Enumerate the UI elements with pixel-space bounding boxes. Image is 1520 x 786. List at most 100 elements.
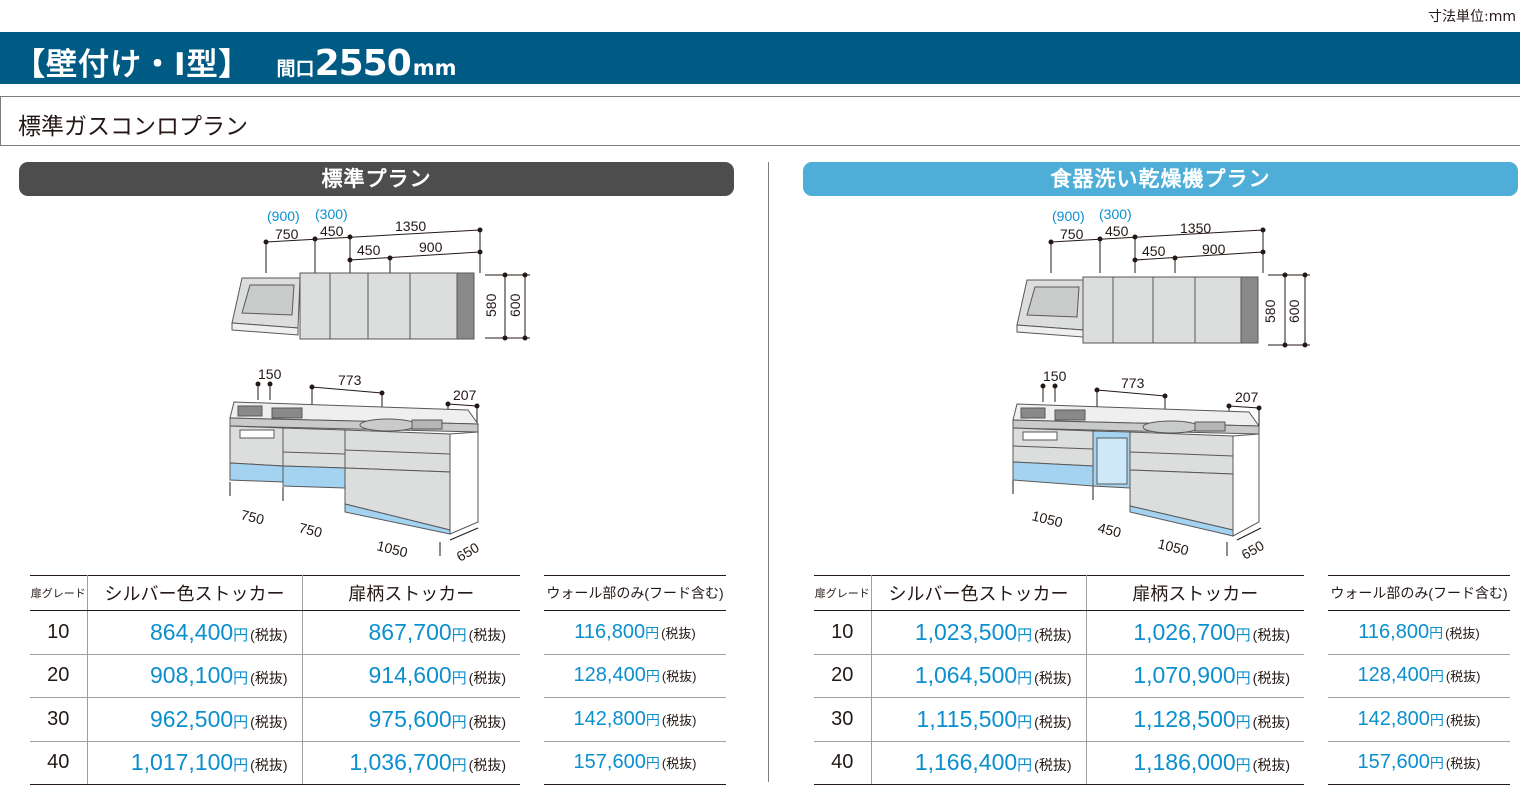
- dim-label: 650: [1239, 537, 1267, 563]
- plan-header-standard: 標準プラン: [19, 162, 734, 196]
- dim-label: 150: [1043, 368, 1067, 384]
- price-value: 1,115,500: [916, 705, 1018, 732]
- price-cell: 1,128,500円(税抜): [1086, 697, 1304, 742]
- dim-label: 600: [507, 293, 523, 317]
- yen-label: 円: [451, 670, 467, 688]
- grade-cell: 20: [30, 654, 88, 698]
- price-value: 142,800: [1357, 707, 1430, 730]
- dim-label: 207: [1235, 389, 1259, 405]
- tax-label: (税抜): [1445, 756, 1481, 772]
- tax-label: (税抜): [468, 626, 506, 643]
- yen-label: 円: [233, 757, 249, 775]
- dim-label: 773: [338, 372, 362, 388]
- price-cell: 975,600円(税抜): [302, 697, 520, 742]
- wall-price-table-standard: ウォール部のみ(フード含む) 116,800円(税抜) 128,400円(税抜)…: [544, 575, 726, 785]
- yen-label: 円: [233, 670, 249, 688]
- yen-label: 円: [1429, 755, 1444, 772]
- dim-label: 650: [454, 539, 482, 565]
- table-row: 116,800円(税抜): [1328, 610, 1510, 655]
- tax-label: (税抜): [661, 756, 697, 772]
- dim-label: 1050: [375, 537, 409, 560]
- yen-label: 円: [645, 668, 660, 685]
- dim-label: 580: [1262, 299, 1278, 323]
- base-cabinet-diagram-standard: 150 773 207 750 750 1050 650: [229, 366, 482, 565]
- yen-label: 円: [451, 757, 467, 775]
- price-cell: 1,036,700円(税抜): [302, 741, 520, 785]
- table-header: シルバー色ストッカー: [871, 575, 1087, 611]
- yen-label: 円: [645, 755, 660, 772]
- tax-label: (税抜): [1445, 712, 1481, 728]
- yen-label: 円: [233, 713, 249, 731]
- price-cell: 116,800円(税抜): [1328, 610, 1510, 655]
- base-cabinet-diagram-dishwasher: 150 773 207 1050 450 1050 650: [1012, 368, 1267, 563]
- dim-label: 450: [1105, 223, 1129, 239]
- price-cell: 142,800円(税抜): [544, 697, 726, 742]
- yen-label: 円: [1235, 713, 1251, 731]
- yen-label: 円: [1235, 626, 1251, 644]
- table-row: 116,800円(税抜): [544, 610, 726, 655]
- price-value: 116,800: [574, 620, 646, 643]
- table-row: 128,400円(税抜): [1328, 654, 1510, 698]
- grade-cell: 30: [814, 697, 872, 742]
- price-value: 864,400: [150, 618, 234, 645]
- price-cell: 116,800円(税抜): [544, 610, 726, 655]
- tax-label: (税抜): [468, 757, 506, 774]
- price-cell: 128,400円(税抜): [544, 654, 726, 698]
- section-title: 標準ガスコンロプラン: [18, 114, 248, 140]
- price-cell: 1,017,100円(税抜): [87, 741, 303, 785]
- grade-cell: 20: [814, 654, 872, 698]
- price-table-dishwasher: 扉グレード シルバー色ストッカー 扉柄ストッカー 10 1,023,500円(税…: [814, 575, 1304, 785]
- dim-label: 580: [483, 293, 499, 317]
- tax-label: (税抜): [250, 713, 288, 730]
- tax-label: (税抜): [468, 670, 506, 687]
- price-value: 1,023,500: [914, 618, 1018, 645]
- price-value: 157,600: [1357, 751, 1430, 774]
- price-table-standard: 扉グレード シルバー色ストッカー 扉柄ストッカー 10 864,400円(税抜)…: [30, 575, 520, 785]
- yen-label: 円: [1429, 668, 1444, 685]
- price-value: 1,017,100: [130, 749, 234, 776]
- dim-label: 450: [357, 242, 381, 258]
- table-header: 扉グレード: [30, 575, 88, 611]
- price-value: 975,600: [368, 705, 452, 732]
- unit-note: 寸法単位:mm: [1428, 9, 1516, 25]
- dim-label: 1350: [1180, 220, 1211, 236]
- tax-label: (税抜): [250, 757, 288, 774]
- yen-label: 円: [1429, 624, 1444, 641]
- yen-label: 円: [645, 711, 660, 728]
- dim-label: (300): [1099, 206, 1132, 222]
- tax-label: (税抜): [1034, 670, 1072, 687]
- dim-label: (900): [267, 208, 300, 224]
- price-cell: 157,600円(税抜): [544, 741, 726, 785]
- tax-label: (税抜): [661, 669, 697, 685]
- dim-label: 750: [297, 519, 324, 540]
- dim-label: 1050: [1030, 507, 1064, 530]
- wall-price-table-dishwasher: ウォール部のみ(フード含む) 116,800円(税抜) 128,400円(税抜)…: [1328, 575, 1510, 785]
- section-header: 標準ガスコンロプラン: [0, 96, 1520, 146]
- yen-label: 円: [645, 624, 660, 641]
- price-cell: 908,100円(税抜): [87, 654, 303, 698]
- dim-label: (300): [315, 206, 348, 222]
- tax-label: (税抜): [661, 712, 697, 728]
- tax-label: (税抜): [1034, 626, 1072, 643]
- grade-cell: 40: [30, 741, 88, 785]
- table-row: 157,600円(税抜): [544, 741, 726, 785]
- table-row: 40 1,166,400円(税抜) 1,186,000円(税抜): [814, 741, 1304, 785]
- price-value: 1,186,000: [1133, 749, 1236, 776]
- dim-label: 1350: [395, 218, 426, 234]
- table-header: 扉柄ストッカー: [302, 575, 520, 611]
- column-divider: [768, 162, 769, 782]
- dim-label: 450: [320, 223, 344, 239]
- grade-cell: 10: [30, 610, 88, 655]
- table-row: 10 1,023,500円(税抜) 1,026,700円(税抜): [814, 610, 1304, 655]
- price-value: 1,064,500: [914, 662, 1018, 689]
- dim-label: 773: [1121, 375, 1145, 391]
- dim-label: 1050: [1156, 535, 1190, 558]
- table-row: 30 1,115,500 円 (税抜) 1,128,500円(税抜): [814, 697, 1304, 742]
- title-bar: 【壁付け・I型】 間口 2550 mm: [0, 32, 1520, 84]
- tax-label: (税抜): [1034, 713, 1072, 730]
- table-row: 10 864,400円(税抜) 867,700円(税抜): [30, 610, 520, 655]
- wall-cabinet-diagram-standard: (900) (300) 750 450 1350 450 900 580 600: [231, 206, 530, 341]
- tax-label: (税抜): [250, 670, 288, 687]
- price-cell: 864,400円(税抜): [87, 610, 303, 655]
- table-header: シルバー色ストッカー: [87, 575, 303, 611]
